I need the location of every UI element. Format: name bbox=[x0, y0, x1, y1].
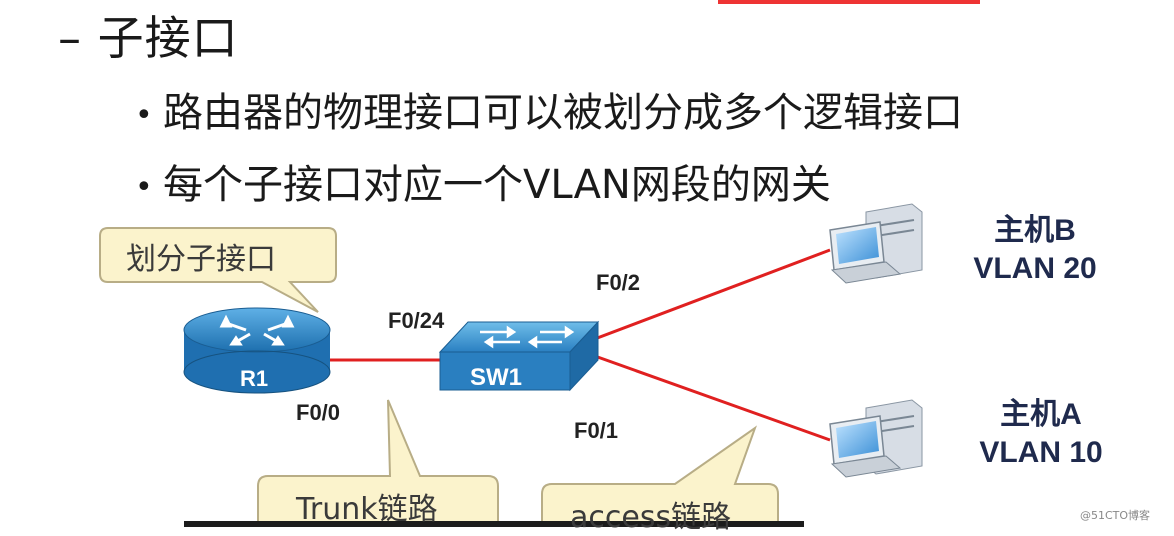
bullet-text-2: 每个子接口对应一个VLAN网段的网关 bbox=[163, 162, 831, 208]
bullet-text-1: 路由器的物理接口可以被划分成多个逻辑接口 bbox=[163, 90, 963, 136]
host-b-vlan: VLAN 20 bbox=[973, 252, 1097, 285]
watermark: @51CTO博客 bbox=[1080, 509, 1151, 522]
host-a-label: 主机A VLAN 10 bbox=[956, 396, 1126, 472]
host-b-name: 主机B bbox=[994, 214, 1076, 247]
red-underline bbox=[718, 0, 980, 4]
bullet-item-1: • 路由器的物理接口可以被划分成多个逻辑接口 bbox=[135, 80, 963, 138]
switch-icon bbox=[438, 320, 600, 392]
port-label-sw-f024: F0/24 bbox=[388, 308, 445, 333]
switch-label: SW1 bbox=[470, 364, 523, 391]
link-sw1-host-a bbox=[591, 353, 831, 442]
slide-heading: – 子接口 bbox=[58, 11, 239, 65]
host-a-name: 主机A bbox=[1000, 398, 1082, 431]
trunk-note-text: Trunk链路 bbox=[296, 492, 438, 527]
port-label-sw-f01: F0/1 bbox=[574, 418, 619, 443]
router-icon bbox=[183, 307, 331, 394]
host-a-computer-icon bbox=[829, 399, 923, 478]
host-b-computer-icon bbox=[829, 203, 923, 284]
host-b-label: 主机B VLAN 20 bbox=[950, 212, 1120, 288]
router-label: R1 bbox=[240, 366, 269, 391]
host-a-vlan: VLAN 10 bbox=[979, 436, 1103, 469]
callout-trunk-note bbox=[257, 399, 499, 527]
bullet-dot: • bbox=[135, 169, 153, 205]
bullet-dot: • bbox=[135, 97, 153, 133]
port-label-sw-f02: F0/2 bbox=[596, 270, 641, 295]
callout-access-note bbox=[541, 425, 779, 527]
bullet-item-2: • 每个子接口对应一个VLAN网段的网关 bbox=[135, 152, 831, 210]
access-note-text: access链路 bbox=[570, 500, 732, 535]
router-note-text: 划分子接口 bbox=[126, 242, 276, 277]
callout-router-note bbox=[99, 227, 337, 313]
link-sw1-host-b bbox=[591, 248, 831, 342]
port-label-r1-f00: F0/0 bbox=[296, 400, 341, 425]
